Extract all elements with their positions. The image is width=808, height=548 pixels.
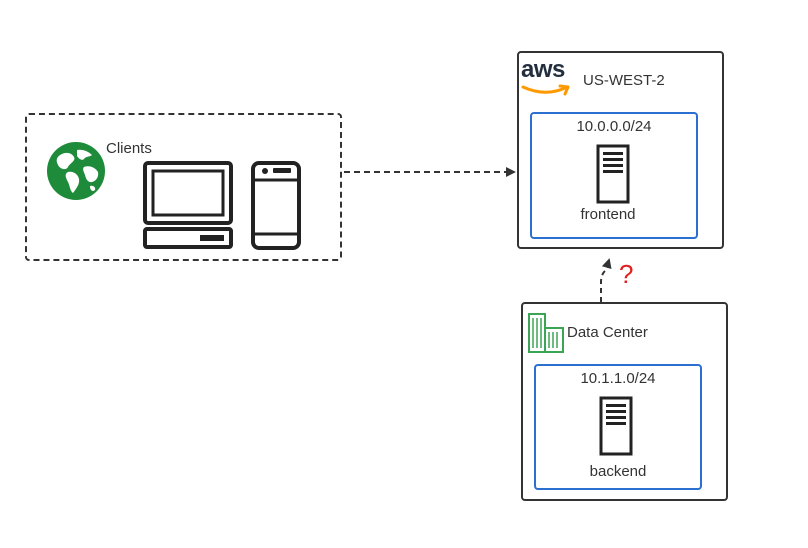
- backend-server-label: backend: [589, 463, 647, 480]
- datacenter-group: [521, 302, 728, 501]
- clients-label: Clients: [106, 140, 152, 157]
- unknown-connection-question-mark: ?: [619, 259, 634, 289]
- aws-smile-icon: [521, 84, 570, 96]
- aws-logo-text: aws: [521, 56, 565, 83]
- globe-icon: [47, 142, 105, 200]
- mobile-phone-icon: [251, 161, 301, 250]
- frontend-server-label: frontend: [580, 206, 636, 223]
- frontend-subnet-cidr: 10.0.0.0/24: [576, 118, 652, 135]
- backend-subnet-cidr: 10.1.1.0/24: [580, 370, 656, 387]
- datacenter-to-frontend-arrow: [600, 258, 612, 302]
- clients-group: [25, 113, 342, 261]
- region-label: US-WEST-2: [583, 72, 665, 89]
- backend-server-icon: [599, 396, 633, 456]
- aws-logo: aws: [521, 58, 573, 100]
- frontend-subnet: [530, 112, 698, 239]
- datacenter-label: Data Center: [567, 324, 648, 341]
- backend-subnet: [534, 364, 702, 490]
- desktop-computer-icon: [143, 161, 233, 249]
- frontend-server-icon: [596, 144, 630, 204]
- datacenter-building-icon: [528, 313, 564, 353]
- aws-region-group: [517, 51, 724, 249]
